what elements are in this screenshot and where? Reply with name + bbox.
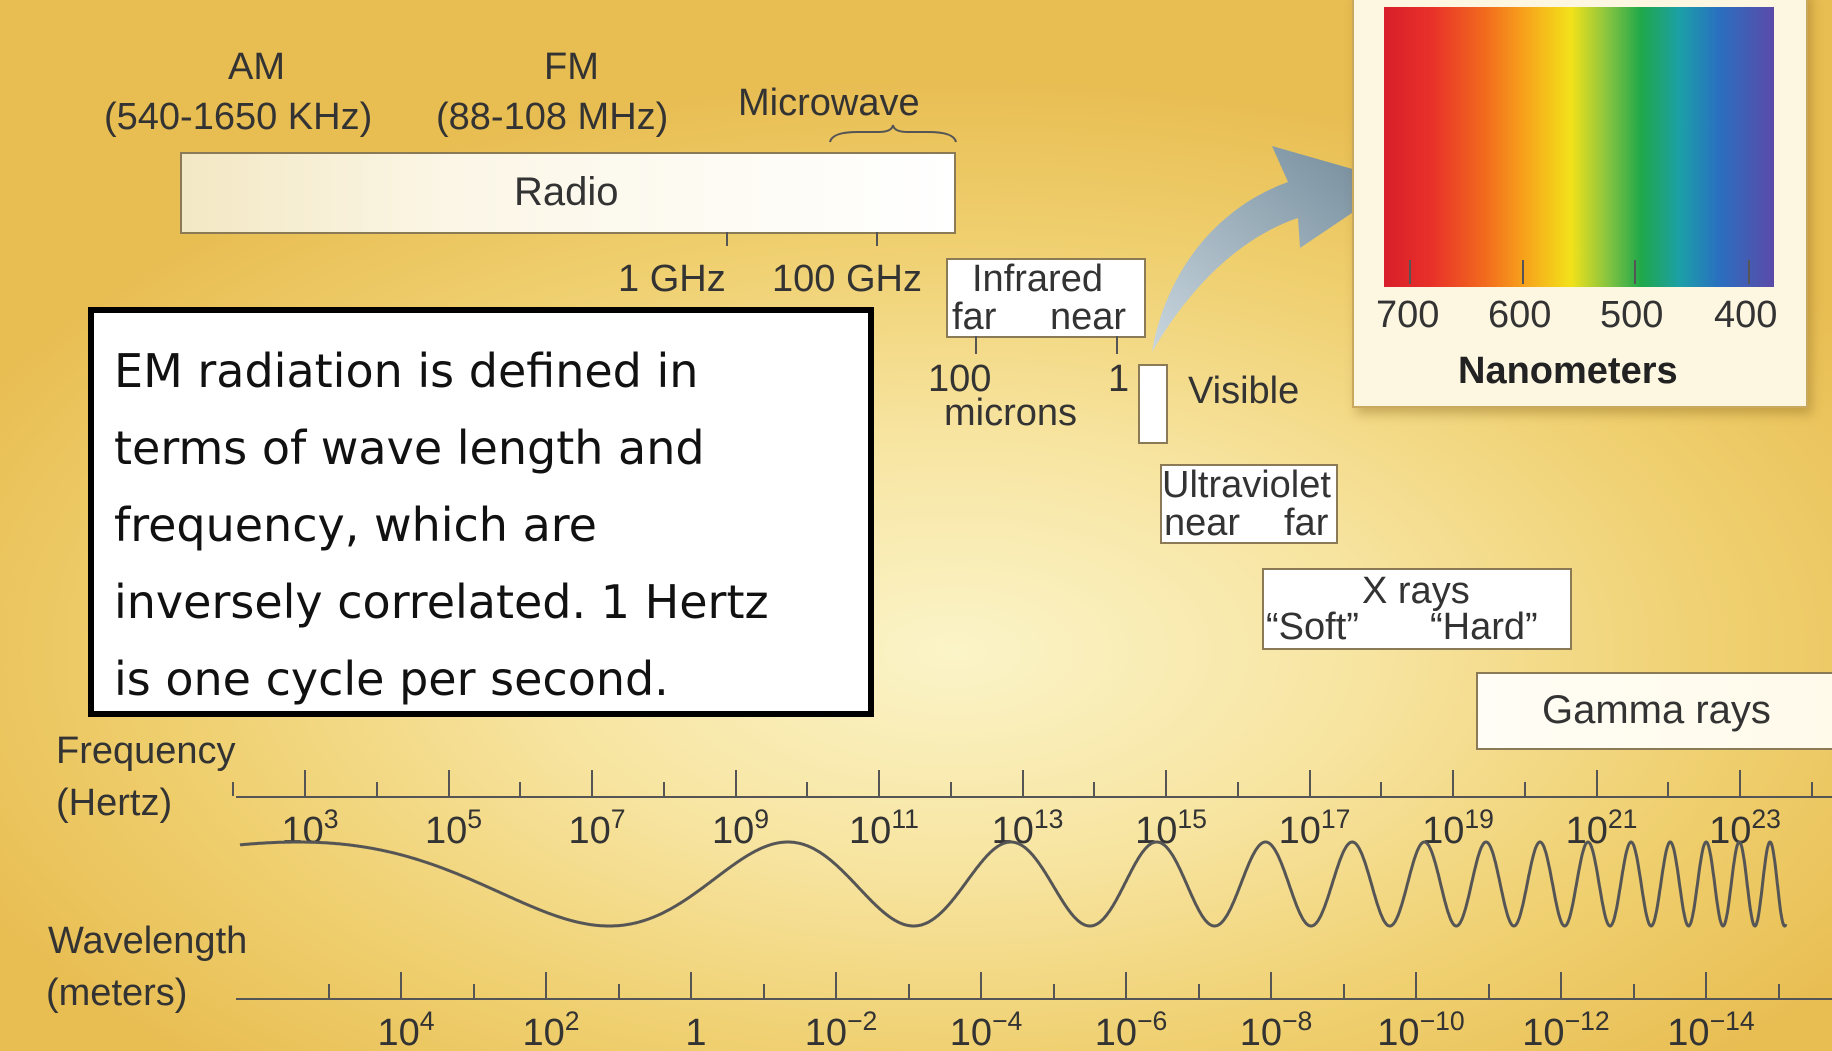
nm-700-label: 700 [1376,294,1440,336]
visible-spectrum-inset: 700 600 500 400 Nanometers [1352,0,1808,408]
visible-spectrum-gradient [1384,7,1774,287]
ir-microns-label: microns [944,392,1078,434]
visible-label: Visible [1188,370,1300,412]
infrared-band: Infrared far near [946,258,1146,338]
callout-line: EM radiation is defined in [114,344,699,398]
ghz1-tick [726,232,728,246]
uv-far-label: far [1284,502,1329,544]
gamma-label: Gamma rays [1542,688,1771,732]
microwave-label: Microwave [738,82,920,124]
radio-label: Radio [514,170,619,214]
infrared-near-label: near [1050,296,1127,338]
callout-line: inversely correlated. 1 Hertz [114,575,769,629]
nm-500-label: 500 [1600,294,1664,336]
infrared-far-label: far [952,296,997,338]
nm-600-label: 600 [1488,294,1552,336]
nm-700-tick [1409,260,1411,284]
xrays-label: X rays [1362,570,1470,612]
ir-1-tick [1116,336,1118,354]
ir-100-tick [975,336,977,354]
fm-title: FM [544,46,599,88]
callout-line: terms of wave length and [114,421,705,475]
xrays-band: X rays “Soft” “Hard” [1262,568,1572,650]
am-range: (540-1650 KHz) [104,96,373,138]
nm-600-tick [1522,260,1524,284]
callout-line: frequency, which are [114,498,597,552]
uv-near-label: near [1164,502,1241,544]
ghz100-label: 100 GHz [772,258,922,300]
nm-500-tick [1634,260,1636,284]
infrared-label: Infrared [972,258,1103,300]
ultraviolet-band: Ultraviolet near far [1160,464,1338,544]
ultraviolet-label: Ultraviolet [1162,464,1331,506]
frequency-axis-unit: (Hertz) [56,782,173,824]
xrays-hard-label: “Hard” [1430,606,1538,648]
radio-band: Radio [180,152,956,234]
ghz100-tick [876,232,878,246]
microwave-bracket [829,124,957,143]
nm-400-label: 400 [1714,294,1778,336]
am-title: AM [228,46,285,88]
gamma-band: Gamma rays [1476,672,1832,750]
visible-band [1138,364,1168,444]
nm-400-tick [1748,260,1750,284]
zoom-arrow [1152,146,1398,352]
fm-range: (88-108 MHz) [436,96,669,138]
ir-100-label: 100 [928,358,992,400]
ghz1-label: 1 GHz [618,258,726,300]
wavelength-axis-title: Wavelength [48,920,248,962]
nanometers-label: Nanometers [1458,350,1678,392]
callout-line: is one cycle per second. [114,652,669,706]
wavelength-axis-unit: (meters) [46,972,188,1014]
callout-box: EM radiation is defined in terms of wave… [88,307,874,717]
frequency-axis-title: Frequency [56,730,236,772]
xrays-soft-label: “Soft” [1266,606,1359,648]
ir-1-label: 1 [1108,358,1130,400]
